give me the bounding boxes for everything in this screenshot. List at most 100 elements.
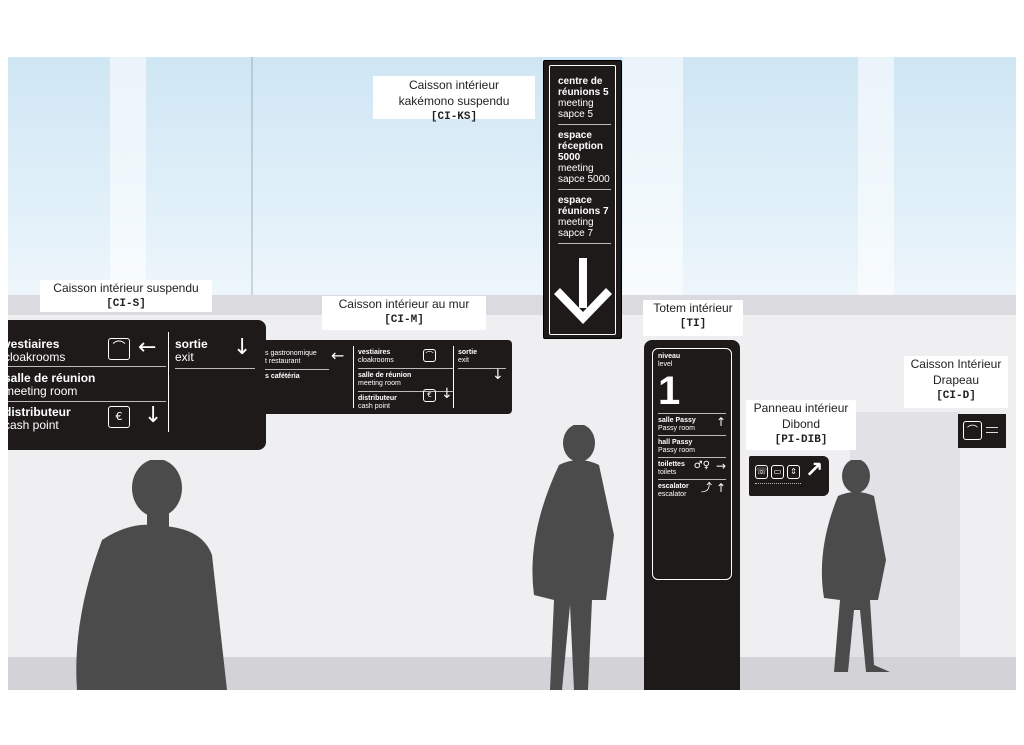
wall-left-line: s cafétéria bbox=[265, 373, 300, 380]
phone-icon: ☏ bbox=[755, 465, 768, 479]
label-pi-dib: Panneau intérieur Dibond [PI-DIB] bbox=[746, 400, 856, 450]
wall-left-column: s gastronomique t restaurant s cafétéria bbox=[265, 350, 329, 381]
window-mullion bbox=[858, 57, 894, 295]
label-ci-d: Caisson Intérieur Drapeau [CI-D] bbox=[904, 356, 1008, 408]
row-divider bbox=[658, 435, 726, 436]
wall-left-line: t restaurant bbox=[265, 358, 301, 365]
hanger-icon: ⌒ bbox=[108, 338, 130, 360]
label-title: Caisson intérieur au mur bbox=[338, 297, 470, 311]
hanger-icon: ⌒ bbox=[423, 349, 436, 362]
window-mullion bbox=[110, 57, 146, 295]
exit-title: sortie bbox=[458, 349, 478, 356]
label-ci-m: Caisson intérieur au mur [CI-M] bbox=[322, 296, 486, 330]
row-title: escalator bbox=[658, 483, 689, 490]
arrow-up-icon: ↑ bbox=[715, 415, 726, 429]
row-sub: toilets bbox=[658, 469, 677, 476]
arrow-down-icon: ↓ bbox=[441, 386, 453, 402]
kakemono-divider bbox=[558, 243, 611, 244]
row-title: salle Passy bbox=[658, 417, 696, 424]
cash-point-icon: € bbox=[108, 406, 130, 428]
totem-row: salle Passy Passy room ↑ bbox=[658, 415, 726, 433]
level-title: niveau bbox=[658, 353, 681, 360]
totem-row: escalator escalator ⤴ ↑ bbox=[658, 481, 726, 499]
level-sub: level bbox=[658, 361, 673, 368]
row-title: toilettes bbox=[658, 461, 685, 468]
row-title: salle de réunion bbox=[4, 371, 96, 385]
exit-title: sortie bbox=[175, 337, 208, 351]
toilets-icon: ♂♀ bbox=[693, 460, 710, 471]
column-divider bbox=[353, 346, 354, 408]
window-mullion bbox=[623, 57, 683, 295]
row-title: hall Passy bbox=[658, 439, 693, 446]
totem-sign: niveau level 1 salle Passy Passy room ↑ … bbox=[644, 340, 740, 690]
label-ci-s: Caisson intérieur suspendu [CI-S] bbox=[40, 280, 212, 312]
kakemono-item: espace réunions 7 meeting sapce 7 bbox=[558, 195, 611, 239]
row-sub: meeting room bbox=[358, 380, 401, 387]
row-divider bbox=[658, 413, 726, 414]
kakemono-item-sub: meeting sapce 7 bbox=[558, 217, 594, 239]
window-mullion bbox=[251, 57, 253, 295]
suspended-sign: vestiaires cloakrooms ⌒ ← salle de réuni… bbox=[4, 320, 266, 450]
label-title: Totem intérieur bbox=[653, 301, 733, 315]
arrow-left-icon: ← bbox=[138, 335, 157, 360]
kakemono-item-title: espace réunions 7 bbox=[558, 195, 609, 217]
cash-point-icon: € bbox=[423, 389, 436, 402]
row-sub: escalator bbox=[658, 491, 687, 498]
row-divider bbox=[175, 368, 255, 369]
row-divider bbox=[658, 479, 726, 480]
label-code: [TI] bbox=[679, 318, 707, 330]
exit-sub: exit bbox=[175, 350, 194, 364]
row-divider bbox=[8, 401, 166, 402]
row-sub: meeting room bbox=[4, 384, 78, 398]
kakemono-item-title: centre de réunions 5 bbox=[558, 76, 609, 98]
row-title: vestiaires bbox=[4, 337, 60, 351]
dibond-panel: ☏ ▭ ⇕ ↗ bbox=[749, 456, 829, 496]
kakemono-divider bbox=[558, 189, 611, 190]
flag-text-lines bbox=[986, 427, 998, 433]
label-title: Caisson intérieur kakémono suspendu bbox=[398, 78, 510, 108]
row-title: distributeur bbox=[358, 395, 397, 402]
label-code: [CI-M] bbox=[384, 314, 424, 326]
suspended-row: distributeur cash point € ↓ bbox=[4, 403, 166, 432]
kakemono-sign: centre de réunions 5 meeting sapce 5 esp… bbox=[543, 60, 622, 339]
row-divider bbox=[358, 391, 454, 392]
label-ti: Totem intérieur [TI] bbox=[643, 300, 743, 336]
column-divider bbox=[453, 346, 454, 408]
column-divider bbox=[168, 332, 169, 432]
kakemono-item: espace réception 5000 meeting sapce 5000 bbox=[558, 130, 611, 185]
kakemono-divider bbox=[558, 124, 611, 125]
arrow-down-icon: ↓ bbox=[492, 367, 504, 383]
row-sub: cloakrooms bbox=[358, 357, 394, 364]
label-ci-ks: Caisson intérieur kakémono suspendu [CI-… bbox=[373, 76, 535, 123]
exit-block: sortie exit ↓ bbox=[458, 349, 506, 383]
arrow-right-icon: → bbox=[715, 459, 726, 473]
row-title: salle de réunion bbox=[358, 372, 412, 379]
label-title: Caisson Intérieur Drapeau bbox=[910, 357, 1002, 387]
person-silhouette-center bbox=[532, 425, 614, 690]
arrow-left-icon: ← bbox=[331, 346, 345, 365]
flag-sign: ⌒ bbox=[958, 414, 1006, 448]
row-divider bbox=[458, 368, 506, 369]
row-sub: cloakrooms bbox=[4, 350, 66, 364]
totem-row: hall Passy Passy room bbox=[658, 439, 726, 455]
arrow-down-icon: ↓ bbox=[144, 403, 163, 428]
row-title: vestiaires bbox=[358, 349, 391, 356]
kakemono-item-sub: meeting sapce 5 bbox=[558, 98, 594, 120]
row-sub: Passy room bbox=[658, 425, 695, 432]
label-title: Panneau intérieur Dibond bbox=[753, 401, 849, 431]
ceiling-beam bbox=[8, 295, 1016, 315]
wall-sign: s gastronomique t restaurant s cafétéria… bbox=[263, 340, 512, 414]
shop-icon: ▭ bbox=[771, 465, 784, 479]
suspended-row: vestiaires cloakrooms ⌒ ← bbox=[4, 335, 166, 364]
person-silhouette-large bbox=[76, 460, 228, 690]
row-sub: cash point bbox=[358, 403, 390, 410]
exit-sub: exit bbox=[458, 357, 469, 364]
suspended-row: salle de réunion meeting room bbox=[4, 372, 166, 398]
label-code: [CI-S] bbox=[106, 298, 146, 310]
label-code: [CI-D] bbox=[936, 390, 976, 402]
totem-row: toilettes toilets ♂♀ → bbox=[658, 459, 726, 477]
row-sub: Passy room bbox=[658, 447, 695, 454]
label-code: [PI-DIB] bbox=[774, 434, 828, 446]
arrow-up-icon: ↑ bbox=[715, 481, 726, 495]
row-title: distributeur bbox=[4, 405, 71, 419]
